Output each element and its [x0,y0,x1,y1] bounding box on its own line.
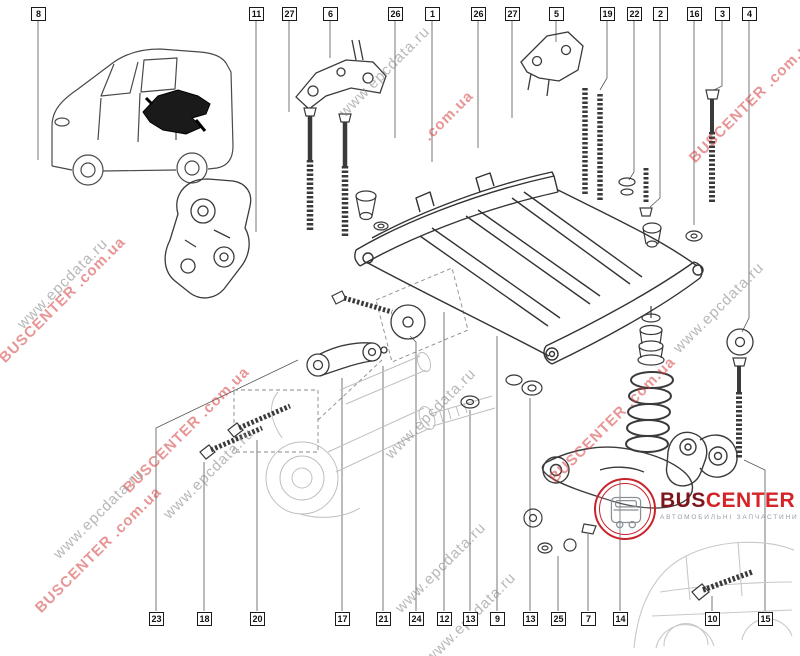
callout-bottom-13-1[interactable]: 13 [463,612,478,626]
van-sketch [51,48,234,186]
callout-top-11[interactable]: 11 [249,7,264,21]
lower-left-bolts [199,403,291,460]
horizontal-bolt [331,290,393,315]
washers-and-nut [618,168,703,248]
coil-spring [625,371,674,453]
callout-bottom-14[interactable]: 14 [613,612,628,626]
bottom-right-bolt [691,569,753,601]
threaded-studs [582,88,603,200]
callout-bottom-24[interactable]: 24 [409,612,424,626]
upper-arm [306,342,388,377]
trailing-arm [541,431,738,509]
callout-top-5[interactable]: 5 [549,7,564,21]
callout-bottom-23[interactable]: 23 [149,612,164,626]
callout-top-26-1[interactable]: 26 [388,7,403,21]
leader-lines [37,21,766,611]
callout-top-3[interactable]: 3 [715,7,730,21]
callout-top-8[interactable]: 8 [31,7,46,21]
callout-top-27-1[interactable]: 27 [282,7,297,21]
buscenter-logo: BUSCENTER АВТОМОБИЛЬНІ ЗАПЧАСТИНИ [594,478,799,540]
callout-bottom-9[interactable]: 9 [490,612,505,626]
callout-bottom-12[interactable]: 12 [437,612,452,626]
logo-tagline: АВТОМОБИЛЬНІ ЗАПЧАСТИНИ [660,514,799,521]
upper-bracket [295,39,387,110]
callout-bottom-18[interactable]: 18 [197,612,212,626]
mount-bushings [355,190,389,231]
washer-disc [390,304,426,340]
logo-brand: BUSCENTER [660,489,796,512]
right-bolt [705,89,720,204]
callout-bottom-21[interactable]: 21 [376,612,391,626]
logo-ring-icon [594,478,656,540]
callout-bottom-7[interactable]: 7 [581,612,596,626]
highlighted-part-in-van [142,89,211,135]
logo-text: BUSCENTER АВТОМОБИЛЬНІ ЗАПЧАСТИНИ [660,490,799,521]
callout-bottom-15[interactable]: 15 [758,612,773,626]
bump-stop [637,306,665,366]
ghost-car-sketch [633,541,795,649]
callout-bottom-10[interactable]: 10 [705,612,720,626]
callout-top-22[interactable]: 22 [627,7,642,21]
knuckle-bracket [164,178,252,299]
construction-dashed-lines [233,267,469,453]
callout-top-16[interactable]: 16 [687,7,702,21]
callout-top-26-2[interactable]: 26 [471,7,486,21]
subframe [354,171,704,365]
callout-bottom-25[interactable]: 25 [551,612,566,626]
bus-icon [610,496,642,529]
callout-top-19[interactable]: 19 [600,7,615,21]
right-washer-and-bolt [726,328,754,458]
lower-hardware [460,374,597,554]
callout-bottom-17[interactable]: 17 [335,612,350,626]
callout-top-27-2[interactable]: 27 [505,7,520,21]
callout-top-1[interactable]: 1 [425,7,440,21]
rear-bracket [520,31,584,97]
callout-bottom-13-2[interactable]: 13 [523,612,538,626]
long-bolts [303,107,352,238]
callout-top-6[interactable]: 6 [323,7,338,21]
callout-top-2[interactable]: 2 [653,7,668,21]
ghost-drivetrain-sketch [265,351,496,518]
callout-top-4[interactable]: 4 [742,7,757,21]
callout-bottom-20[interactable]: 20 [250,612,265,626]
